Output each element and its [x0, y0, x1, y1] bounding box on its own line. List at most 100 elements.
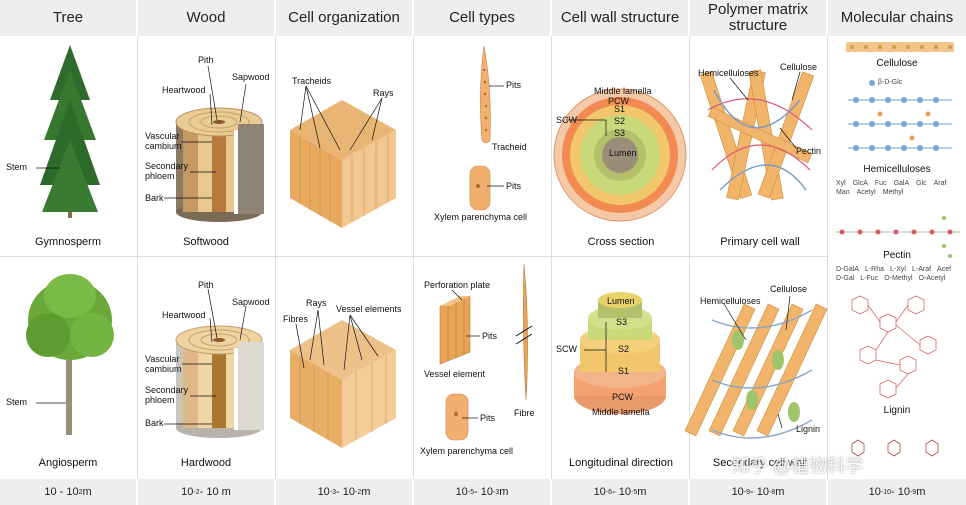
label-bark: Bark: [145, 418, 164, 428]
monolignol-icons: [851, 439, 939, 457]
label-s3: S3: [616, 317, 628, 327]
label-stem: Stem: [6, 162, 28, 172]
deciduous-tree-icon: [26, 274, 114, 435]
legend-item: Acetyl: [856, 189, 876, 196]
scale-unit: m: [916, 486, 926, 498]
fibre-icon: [515, 263, 533, 401]
legend-item: Methyl: [882, 189, 904, 196]
label-sapwood: Sapwood: [232, 297, 270, 307]
label-bark: Bark: [145, 193, 164, 203]
scale-exponent: -5: [467, 488, 475, 496]
legend-item: Araf: [933, 180, 947, 187]
legend-item: D-GalA: [836, 266, 859, 273]
header-polymer: Polymer matrix structure: [690, 0, 826, 36]
caption-primary-cell-wall: Primary cell wall: [720, 236, 800, 248]
watermark: 知乎 @植物科学: [732, 456, 864, 476]
pectin-legend: D-GalA L-Rha L-Xyl L-Araf Acef D-Gal L-F…: [836, 266, 964, 282]
scale-exponent: -9: [909, 488, 917, 496]
label-pith: Pith: [198, 280, 214, 290]
scale-unit: m: [775, 486, 785, 498]
tracheid-icon: [480, 45, 491, 144]
caption-angiosperm: Angiosperm: [38, 457, 98, 469]
label-s1: S1: [614, 104, 626, 114]
legend-item: GlcA: [852, 180, 868, 187]
legend-item: L-Araf: [911, 266, 932, 273]
scale-exponent: -2: [193, 488, 200, 496]
legend-item: Glc: [916, 180, 927, 187]
legend-item: Man: [836, 189, 850, 196]
softwood-block-icon: [290, 100, 396, 228]
label-pits: Pits: [506, 181, 522, 191]
scale-exponent: -9: [743, 488, 751, 496]
primary-wall-polymer-icon: [699, 69, 815, 201]
label-s1: S1: [618, 366, 630, 376]
scale-exponent: -2: [355, 488, 362, 496]
header-cell-types: Cell types: [414, 0, 550, 36]
label-scw: SCW: [556, 344, 577, 354]
conifer-tree-icon: [40, 45, 100, 218]
label-tracheid: Tracheid: [492, 142, 527, 152]
divider: [827, 36, 828, 479]
legend-item: Xyl: [836, 180, 846, 187]
scale-exponent: -8: [769, 488, 776, 496]
caption-longitudinal-direction: Longitudinal direction: [569, 457, 673, 469]
legend-item: GalA: [893, 180, 910, 187]
scale-unit: m: [82, 486, 92, 498]
divider: [689, 36, 690, 479]
header-cell-organization: Cell organization: [276, 0, 412, 36]
label-s2: S2: [614, 116, 626, 126]
label-vessel-element: Vessel element: [424, 369, 486, 379]
label-vascular-cambium: Vascular cambium: [145, 354, 182, 374]
scale-unit: m: [637, 486, 647, 498]
label-lumen: Lumen: [609, 148, 637, 158]
label-beta-d-glc: β-D-Glc: [878, 79, 903, 86]
header-molecular: Molecular chains: [828, 0, 966, 36]
scale-cell-types: 10-5 - 10-3 m: [414, 479, 550, 505]
label-hemicelluloses: Hemicelluloses: [698, 68, 759, 78]
label-rays: Rays: [306, 298, 327, 308]
scale-text: - 10 m: [199, 486, 231, 498]
legend-item: Fuc: [874, 180, 887, 187]
label-xylem-parenchyma-cell: Xylem parenchyma cell: [434, 212, 528, 222]
label-cellulose: Cellulose: [876, 58, 918, 69]
softwood-log-icon: [175, 107, 264, 222]
label-stem: Stem: [6, 397, 28, 407]
xylem-parenchyma-cell-icon: [445, 393, 469, 441]
label-sapwood: Sapwood: [232, 72, 270, 82]
label-heartwood: Heartwood: [162, 310, 206, 320]
label-pits: Pits: [482, 331, 498, 341]
label-perforation-plate: Perforation plate: [424, 280, 491, 290]
scale-text: - 10: [474, 486, 494, 498]
label-vessel-elements: Vessel elements: [336, 304, 402, 314]
scale-text: - 10: [891, 486, 910, 498]
cell-wall-longitudinal-icon: [574, 292, 666, 414]
secondary-wall-polymer-icon: [684, 303, 828, 439]
label-cellulose: Cellulose: [770, 284, 808, 294]
xylem-parenchyma-cell-icon: [469, 165, 491, 211]
label-pcw: PCW: [612, 392, 633, 402]
scale-text: 10: [181, 486, 194, 498]
scale-text: - 10: [612, 486, 632, 498]
caption-gymnosperm: Gymnosperm: [34, 236, 102, 248]
header-tree: Tree: [0, 0, 136, 36]
cell-wall-cross-section-icon: [553, 88, 687, 222]
scale-cell-wall: 10-6 - 10-5 m: [552, 479, 688, 505]
vessel-element-icon: [439, 295, 471, 365]
label-pectin: Pectin: [883, 250, 911, 261]
legend-item: O-Methyl: [884, 275, 913, 282]
cellulose-chain-icon: [846, 42, 954, 86]
label-lumen: Lumen: [607, 296, 635, 306]
scale-wood: 10-2 - 10 m: [138, 479, 274, 505]
legend-item: L-Xyl: [890, 266, 906, 273]
scale-text: 10: [593, 486, 606, 498]
scale-text: 10: [455, 486, 468, 498]
legend-item: L-Fuc: [860, 275, 879, 282]
label-xylem-parenchyma-cell: Xylem parenchyma cell: [420, 446, 514, 456]
scale-unit: m: [361, 486, 371, 498]
scale-exponent: -5: [631, 488, 638, 496]
header-wood: Wood: [138, 0, 274, 36]
label-pectin: Pectin: [796, 146, 822, 156]
label-tracheids: Tracheids: [292, 76, 332, 86]
